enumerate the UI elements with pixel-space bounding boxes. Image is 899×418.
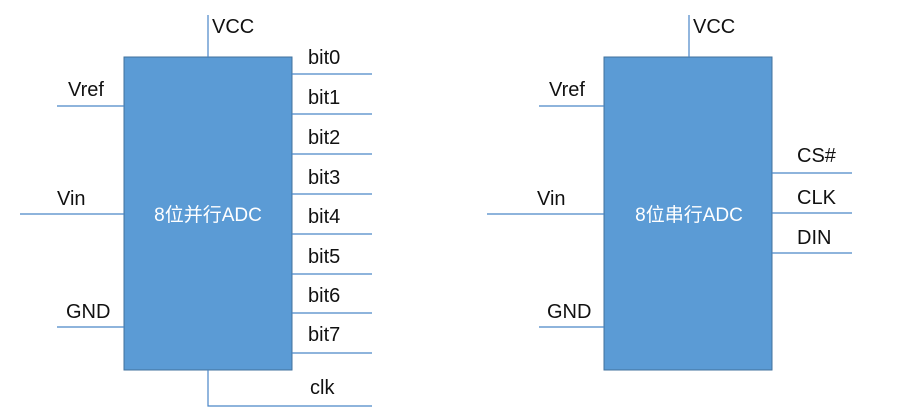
- serial-vref-label: Vref: [549, 79, 585, 101]
- serial-vcc-label: VCC: [693, 16, 735, 38]
- parallel-adc-body: [123, 56, 293, 371]
- cs-label: CS#: [797, 145, 837, 167]
- serial-vin-label: Vin: [537, 188, 566, 210]
- parallel-adc: 8位并行ADC VCC Vref Vin GND bit0 bit1 bit2 …: [20, 15, 372, 407]
- bit4-label: bit4: [308, 206, 340, 228]
- parallel-vref-label: Vref: [68, 79, 104, 101]
- bit0-label: bit0: [308, 47, 340, 69]
- parallel-adc-title: 8位并行ADC: [154, 204, 262, 226]
- bit7-label: bit7: [308, 324, 340, 346]
- serial-gnd-label: GND: [547, 301, 591, 323]
- parallel-vcc-label: VCC: [212, 16, 254, 38]
- bit1-label: bit1: [308, 87, 340, 109]
- bit6-label: bit6: [308, 285, 340, 307]
- parallel-vin-label: Vin: [57, 188, 86, 210]
- bit2-label: bit2: [308, 127, 340, 149]
- parallel-gnd-label: GND: [66, 301, 110, 323]
- parallel-output-pins: bit0 bit1 bit2 bit3 bit4 bit5 bit6 bit7: [292, 47, 372, 354]
- din-label: DIN: [797, 227, 831, 249]
- bit3-label: bit3: [308, 167, 340, 189]
- parallel-clk-wire: [207, 370, 372, 407]
- serial-adc-title: 8位串行ADC: [635, 204, 743, 226]
- serial-adc-body: [603, 56, 773, 371]
- serial-interface-pins: CS# CLK DIN: [772, 145, 852, 254]
- bit5-label: bit5: [308, 246, 340, 268]
- serial-adc: 8位串行ADC VCC Vref Vin GND CS# CLK DIN: [487, 15, 852, 371]
- clk-label: CLK: [797, 187, 837, 209]
- parallel-clk-label: clk: [310, 377, 335, 399]
